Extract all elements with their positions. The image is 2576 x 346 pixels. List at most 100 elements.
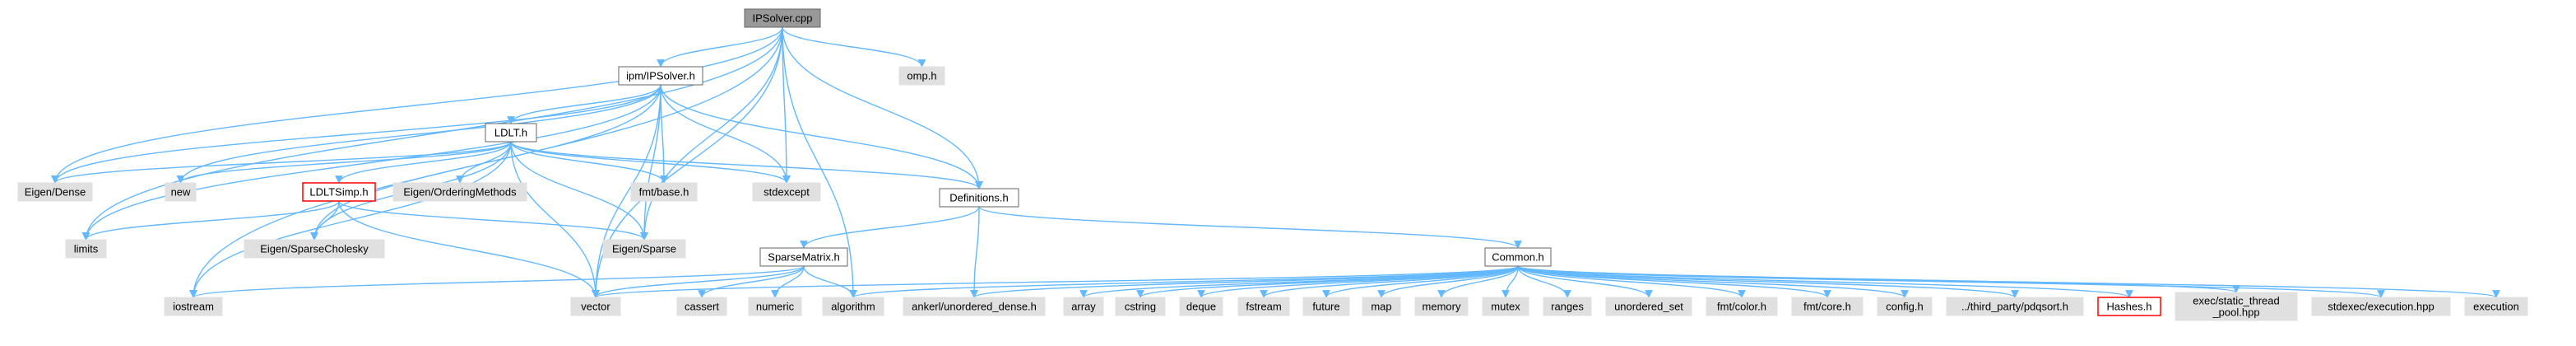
edge-ipm_ipsolver_h-to-new: [176, 84, 661, 184]
node-omp-h[interactable]: omp.h: [898, 66, 945, 86]
node-array[interactable]: array: [1063, 297, 1104, 316]
node-label: memory: [1423, 301, 1461, 313]
node-ldlt-h[interactable]: LDLT.h: [485, 123, 537, 143]
edges-layer: [51, 26, 2500, 298]
edge-ldlt_h-to-fmt_base_h: [510, 141, 668, 184]
node-box: [744, 8, 821, 28]
node-eigen-sparse[interactable]: Eigen/Sparse: [602, 239, 686, 259]
edge-common_h-to-memory: [1437, 265, 1519, 298]
node-box: [1605, 297, 1692, 316]
edge-common_h-to-execution: [1517, 265, 2500, 298]
node-label: unordered_set: [1614, 301, 1683, 313]
node-memory[interactable]: memory: [1414, 297, 1469, 316]
node-limits[interactable]: limits: [65, 239, 107, 259]
node-sparsematrix-h[interactable]: SparseMatrix.h: [759, 247, 848, 267]
node-label: ranges: [1551, 301, 1584, 313]
node-label: algorithm: [831, 301, 875, 313]
edge-definitions_h-to-ankerl_dense: [970, 206, 980, 298]
edge-ipm_ipsolver_h-to-eigen_sparsecholesky: [310, 84, 661, 241]
edge-sparsematrix_h-to-vector: [592, 265, 805, 298]
node-algorithm[interactable]: algorithm: [822, 297, 884, 316]
node-execution[interactable]: execution: [2464, 297, 2528, 316]
node-box: [1484, 247, 1552, 267]
node-pdqsort-h[interactable]: ../third_party/pdqsort.h: [1946, 297, 2084, 316]
node-numeric[interactable]: numeric: [748, 297, 802, 316]
node-hashes-h[interactable]: Hashes.h: [2097, 297, 2161, 316]
node-label: Definitions.h: [949, 192, 1009, 204]
node-mutex[interactable]: mutex: [1482, 297, 1529, 316]
edge-common_h-to-map: [1377, 265, 1519, 298]
node-deque[interactable]: deque: [1179, 297, 1223, 316]
edge-common_h-to-mutex: [1502, 265, 1519, 298]
node-stdexcept[interactable]: stdexcept: [752, 182, 821, 202]
node-label: Common.h: [1492, 251, 1544, 264]
node-box: [822, 297, 884, 316]
node-box: [17, 182, 93, 202]
node-box: [903, 297, 1046, 316]
edge-definitions_h-to-sparsematrix_h: [800, 206, 980, 249]
node-label: SparseMatrix.h: [768, 251, 839, 264]
node-label: cassert: [685, 301, 719, 313]
node-label: limits: [74, 243, 99, 255]
node-label: Eigen/Sparse: [612, 243, 676, 255]
node-map[interactable]: map: [1362, 297, 1401, 316]
edge-ldlt_h-to-vector: [510, 141, 600, 298]
edge-common_h-to-fmt_core_h: [1517, 265, 1831, 298]
node-label: IPSolver.cpp: [753, 12, 813, 25]
node-vector[interactable]: vector: [570, 297, 621, 316]
node-ankerl-dense[interactable]: ankerl/unordered_dense.h: [903, 297, 1046, 316]
node-fstream[interactable]: fstream: [1237, 297, 1290, 316]
node-label: Eigen/OrderingMethods: [403, 186, 517, 199]
node-config-h[interactable]: config.h: [1877, 297, 1933, 316]
node-unordered-set[interactable]: unordered_set: [1605, 297, 1692, 316]
node-cstring[interactable]: cstring: [1115, 297, 1166, 316]
node-fmt-color-h[interactable]: fmt/color.h: [1706, 297, 1778, 316]
node-box: [1791, 297, 1864, 316]
node-box: [602, 239, 686, 259]
node-exec-pool[interactable]: exec/static_thread_pool.hpp: [2175, 292, 2298, 321]
node-ranges[interactable]: ranges: [1543, 297, 1592, 316]
node-stdexec-hpp[interactable]: stdexec/execution.hpp: [2311, 297, 2451, 316]
node-label: cstring: [1125, 301, 1156, 313]
node-future[interactable]: future: [1302, 297, 1350, 316]
edge-ldltsimp_h-to-eigen_sparse: [338, 200, 648, 241]
node-box: [570, 297, 621, 316]
node-label: stdexcept: [764, 186, 810, 199]
edge-ipsolver_cpp-to-stdexcept: [782, 26, 791, 184]
node-eigen-dense[interactable]: Eigen/Dense: [17, 182, 93, 202]
edge-ldlt_h-to-definitions_h: [510, 141, 983, 189]
node-new[interactable]: new: [165, 182, 197, 202]
node-fmt-core-h[interactable]: fmt/core.h: [1791, 297, 1864, 316]
node-ipsolver-cpp[interactable]: IPSolver.cpp: [744, 8, 821, 28]
node-box: [630, 182, 698, 202]
node-eigen-orderingmethods[interactable]: Eigen/OrderingMethods: [392, 182, 527, 202]
node-ldltsimp-h[interactable]: LDLTSimp.h: [302, 182, 376, 202]
edge-common_h-to-fmt_color_h: [1517, 265, 1746, 298]
node-box: [1877, 297, 1933, 316]
edge-ipm_ipsolver_h-to-vector: [592, 84, 661, 298]
node-box: [2175, 292, 2298, 321]
node-label: Eigen/SparseCholesky: [260, 243, 369, 255]
node-definitions-h[interactable]: Definitions.h: [939, 188, 1019, 208]
node-ipm-ipsolver-h[interactable]: ipm/IPSolver.h: [618, 66, 703, 86]
node-label: new: [171, 186, 191, 199]
node-iostream[interactable]: iostream: [164, 297, 223, 316]
node-label: future: [1312, 301, 1339, 313]
node-eigen-sparsecholesky[interactable]: Eigen/SparseCholesky: [244, 239, 385, 259]
edge-ldlt_h-to-new: [176, 141, 512, 184]
edge-ldlt_h-to-eigen_sparse: [510, 141, 648, 241]
edge-ldlt_h-to-stdexcept: [510, 141, 791, 184]
edge-common_h-to-pdqsort_h: [1517, 265, 2019, 298]
node-cassert[interactable]: cassert: [676, 297, 727, 316]
node-label: config.h: [1886, 301, 1924, 313]
edge-definitions_h-to-common_h: [978, 206, 1522, 249]
edge-ipsolver_cpp-to-eigen_dense: [51, 26, 783, 184]
node-box: [244, 239, 385, 259]
node-label: mutex: [1491, 301, 1520, 313]
node-label: array: [1071, 301, 1096, 313]
node-label: map: [1371, 301, 1391, 313]
edge-ldlt_h-to-eigen_dense: [51, 141, 512, 184]
node-common-h[interactable]: Common.h: [1484, 247, 1552, 267]
node-fmt-base-h[interactable]: fmt/base.h: [630, 182, 698, 202]
